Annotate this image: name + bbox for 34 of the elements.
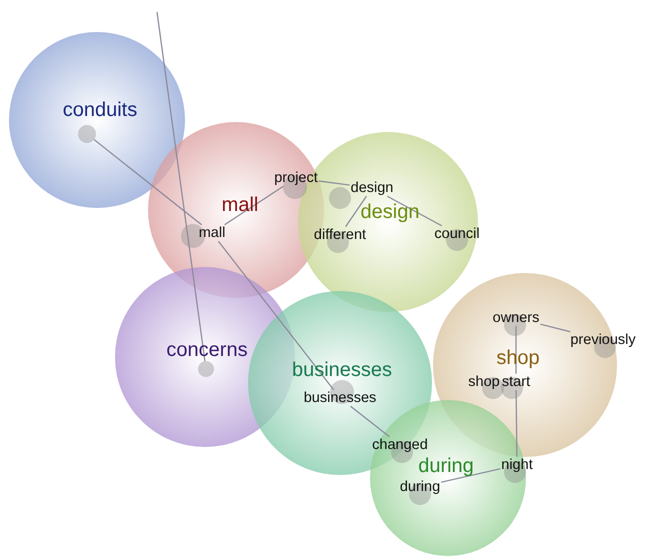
- dot: [78, 125, 96, 143]
- word-label: start: [502, 374, 530, 390]
- cluster-label: mall: [222, 195, 258, 215]
- link-line: [441, 468, 500, 483]
- word-label: businesses: [304, 390, 376, 406]
- link-line: [218, 240, 334, 390]
- word-label: project: [274, 170, 318, 186]
- word-label: night: [501, 458, 533, 472]
- link-line: [156, 12, 206, 362]
- cluster-label: conduits: [62, 100, 138, 120]
- link-line: [540, 324, 571, 332]
- link-line: [516, 390, 518, 457]
- link-line: [350, 406, 390, 438]
- link-line: [345, 196, 367, 228]
- cluster-label: businesses: [292, 360, 392, 380]
- word-label: council: [434, 226, 480, 242]
- word-label: changed: [372, 438, 428, 452]
- cluster-label: design: [360, 202, 420, 222]
- link-line: [386, 196, 442, 226]
- cluster-label: during: [418, 456, 474, 476]
- word-label: mall: [198, 226, 226, 240]
- word-label: shop: [468, 374, 500, 390]
- dot: [198, 361, 214, 377]
- word-label: different: [314, 228, 366, 242]
- link-line: [318, 180, 350, 186]
- cluster-label: shop: [496, 348, 540, 368]
- link-line: [94, 139, 202, 226]
- word-label: during: [400, 480, 440, 494]
- word-label: owners: [492, 310, 540, 326]
- word-label: design: [350, 180, 394, 196]
- word-label: previously: [570, 332, 636, 348]
- cluster-label: concerns: [166, 340, 248, 360]
- link-line: [515, 326, 517, 374]
- link-line: [224, 186, 284, 226]
